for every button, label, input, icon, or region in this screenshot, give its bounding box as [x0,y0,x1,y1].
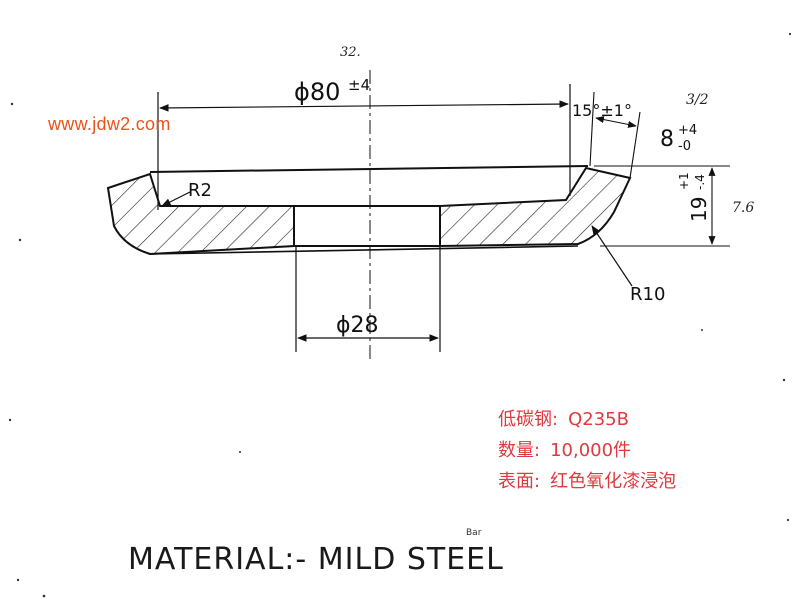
note-right-top: 3/2 [686,92,709,108]
section-left [106,172,295,256]
label-phi28: ϕ28 [336,313,379,338]
ext-line-flange [629,111,641,179]
note-surface: 表面: 红色氧化漆浸泡 [498,466,676,497]
bottom-line [149,245,579,255]
watermark-url: www.jdw2.com [48,114,171,134]
note-surface-value: 红色氧化漆浸泡 [550,471,677,492]
note-quantity-value: 10,000件 [550,440,632,461]
leader-r2 [161,191,191,207]
note-quantity-label: 数量: [498,440,541,461]
label-r2: R2 [188,180,212,201]
note-top: 32. [340,45,361,60]
material-callout: MATERIAL:- MILD STEEL Bar [128,528,504,577]
scan-speckles [8,32,792,598]
ext-line-angle [589,91,595,167]
dim-line-phi80 [159,100,569,112]
label-flange-tol-upper: +4 [678,123,697,138]
label-flange-tol-lower: -0 [678,139,691,154]
material-sub-note: Bar [466,528,482,538]
dim-line-flange [595,116,637,128]
top-rim-line [149,165,589,173]
section-right [439,166,632,248]
label-phi80-tol: ±4 [348,76,370,94]
spec-notes: 低碳钢: Q235B 数量: 10,000件 表面: 红色氧化漆浸泡 [498,404,676,497]
bore [293,205,441,247]
note-surface-label: 表面: [498,471,541,492]
note-quantity: 数量: 10,000件 [498,435,676,466]
note-material-value: Q235B [568,409,629,430]
label-angle: 15°±1° [572,101,632,120]
label-height-tol-upper: +1 [677,172,691,190]
label-flange-width: 8 [660,127,674,152]
material-value: MILD STEEL [317,542,504,577]
leader-r10 [591,225,633,287]
label-height: 19 [687,197,711,222]
label-height-tol-lower: -.4 [693,174,707,190]
note-material-label: 低碳钢: [498,409,559,430]
label-r10: R10 [630,284,665,305]
material-label: MATERIAL:- [128,542,308,577]
note-material: 低碳钢: Q235B [498,404,676,435]
label-phi80: ϕ80 [294,78,340,106]
note-right-side: 7.6 [732,200,754,216]
